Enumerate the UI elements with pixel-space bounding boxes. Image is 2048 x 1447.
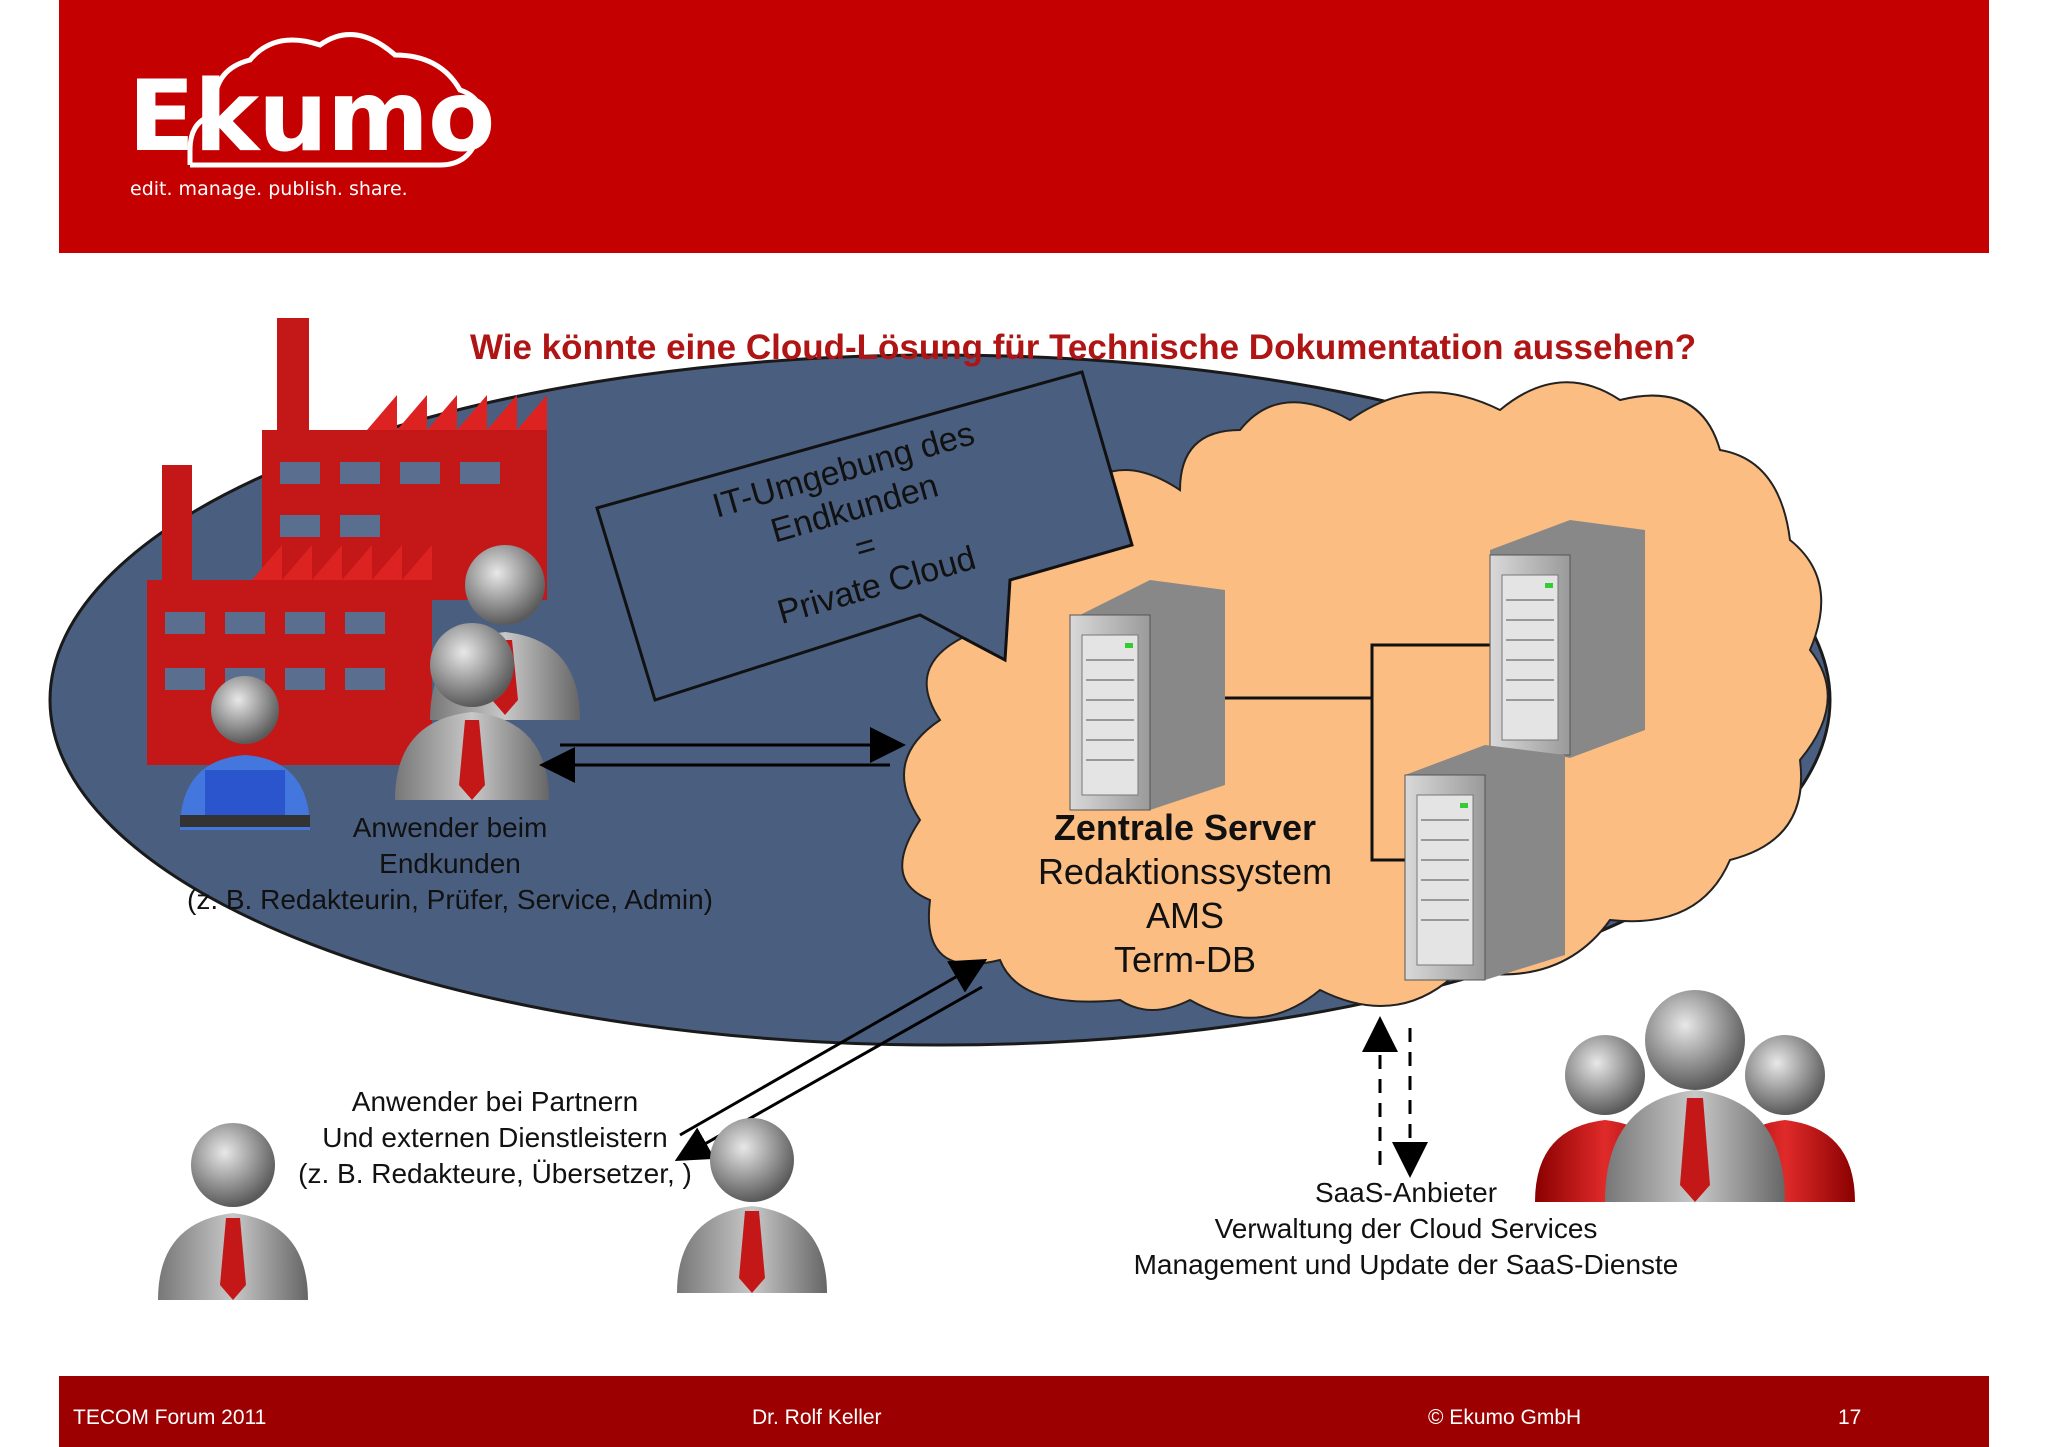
customer-users-line-1: Anwender beim: [352, 812, 548, 843]
saas-group-icon: [1535, 990, 1855, 1202]
footer-page-number: 17: [1838, 1406, 1862, 1429]
callout-box: IT-Umgebung des Endkunden = Private Clou…: [595, 370, 1134, 702]
saas-dashed-arrows: [1362, 1016, 1428, 1178]
server-line-1: Redaktionssystem: [1037, 851, 1333, 892]
server-icon-right-bottom: [1404, 745, 1565, 981]
customer-users-line-3: (z. B. Redakteurin, Prüfer, Service, Adm…: [187, 884, 713, 915]
partner-person-right-icon: [677, 1118, 827, 1293]
partner-person-left-icon: [158, 1123, 308, 1300]
footer-event: TECOM Forum 2011: [73, 1406, 267, 1429]
partner-users-label: Anwender bei Partnern Und externen Diens…: [240, 1084, 750, 1192]
saas-line-3: Management und Update der SaaS-Dienste: [1133, 1249, 1679, 1280]
saas-label: SaaS-Anbieter Verwaltung der Cloud Servi…: [1056, 1175, 1756, 1283]
partner-users-line-2: Und externen Dienstleistern: [322, 1122, 668, 1153]
server-icon-right-top: [1489, 520, 1645, 758]
logo-tagline: edit. manage. publish. share.: [130, 178, 408, 200]
server-label: Zentrale Server Redaktionssystem AMS Ter…: [1010, 806, 1360, 982]
server-icon-main: [1069, 580, 1225, 811]
logo-cloud: [187, 32, 484, 168]
partner-users-line-1: Anwender bei Partnern: [351, 1086, 639, 1117]
logo-text: Ekumo: [128, 60, 495, 174]
footer-copyright: © Ekumo GmbH: [1428, 1406, 1582, 1429]
partner-users-line-3: (z. B. Redakteure, Übersetzer, ): [298, 1158, 692, 1189]
footer-bar: [59, 1376, 1989, 1447]
customer-users-label: Anwender beim Endkunden (z. B. Redakteur…: [150, 810, 750, 918]
saas-line-2: Verwaltung der Cloud Services: [1214, 1213, 1598, 1244]
footer-author: Dr. Rolf Keller: [752, 1406, 882, 1429]
server-line-2: AMS: [1145, 895, 1224, 936]
slide-title: Wie könnte eine Cloud-Lösung für Technis…: [470, 328, 1697, 367]
customer-users-line-2: Endkunden: [379, 848, 521, 879]
saas-line-1: SaaS-Anbieter: [1314, 1177, 1498, 1208]
server-heading: Zentrale Server: [1053, 807, 1317, 848]
customer-person-front-icon: [395, 623, 549, 800]
server-line-3: Term-DB: [1114, 939, 1256, 980]
worker-icon: [180, 676, 310, 830]
server-connectors: [1225, 643, 1495, 862]
